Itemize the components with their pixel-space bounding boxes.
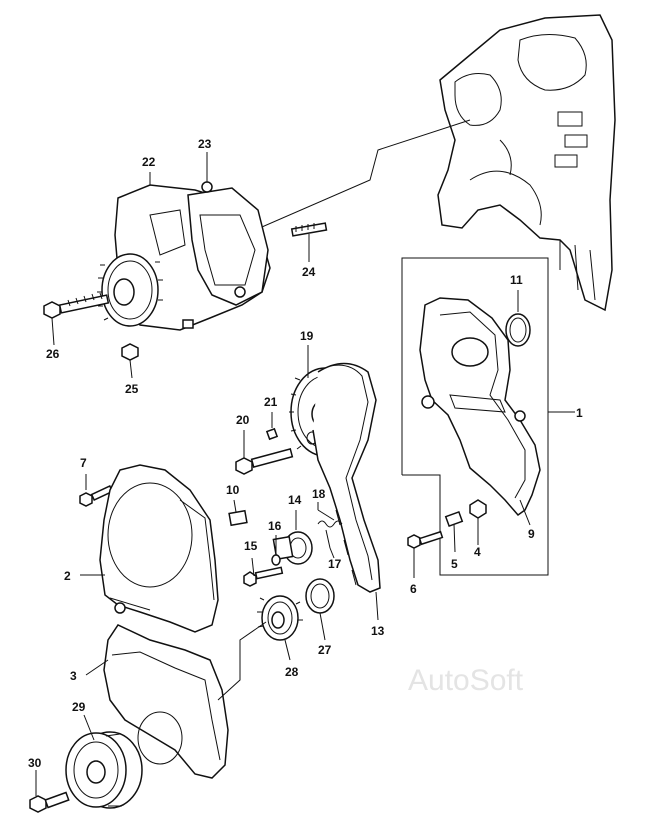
tensioner-spring [317,520,343,549]
stud [290,222,328,237]
leader-lines [35,152,575,796]
lower-timing-belt-cover [103,624,229,779]
o-ring [505,313,531,347]
callout-4: 4 [474,545,481,559]
tensioner-pulley [272,531,313,565]
washer [271,554,281,566]
timing-belt [312,362,381,593]
bushing [444,510,464,528]
nut [121,343,139,361]
callout-28: 28 [285,665,299,679]
callout-30: 30 [28,756,42,770]
callout-27: 27 [318,643,332,657]
callout-18: 18 [312,487,326,501]
callout-20: 20 [236,413,250,427]
callout-labels: 1 2 3 4 5 6 7 9 10 11 13 14 15 16 17 18 … [28,137,583,770]
bolt [29,791,70,813]
callout-2: 2 [64,569,71,583]
rear-timing-belt-cover [401,257,549,576]
callout-11: 11 [510,273,523,287]
callout-16: 16 [268,519,282,533]
bolt [243,566,284,587]
spring-pin [317,509,335,521]
bolt [235,448,294,475]
bolt [407,530,444,549]
callout-3: 3 [70,669,77,683]
bolt [79,485,114,507]
woodruff-key [265,427,279,441]
spacer [228,509,248,527]
water-pump-sprocket [97,253,163,327]
watermark-text: AutoSoft [408,664,524,697]
callout-29: 29 [72,700,86,714]
callout-25: 25 [125,382,139,396]
bolt [43,292,110,319]
alignment-line [231,119,471,241]
callout-26: 26 [46,347,60,361]
callout-6: 6 [410,582,417,596]
callout-21: 21 [264,395,278,409]
nut [469,499,487,519]
callout-1: 1 [576,406,583,420]
callout-9: 9 [528,527,535,541]
crankshaft-pulley [65,731,143,809]
callout-10: 10 [226,483,240,497]
callout-24: 24 [302,265,316,279]
upper-timing-belt-cover [99,464,219,633]
oil-seal [305,578,335,614]
water-pump-assembly [97,181,271,331]
crankshaft-sprocket [257,595,303,641]
callout-13: 13 [371,624,385,638]
callout-23: 23 [198,137,212,151]
callout-7: 7 [80,456,87,470]
callout-5: 5 [451,557,458,571]
callout-14: 14 [288,493,302,507]
callout-17: 17 [328,557,342,571]
callout-15: 15 [244,539,258,553]
callout-22: 22 [142,155,156,169]
engine-block [437,14,616,312]
callout-19: 19 [300,329,314,343]
